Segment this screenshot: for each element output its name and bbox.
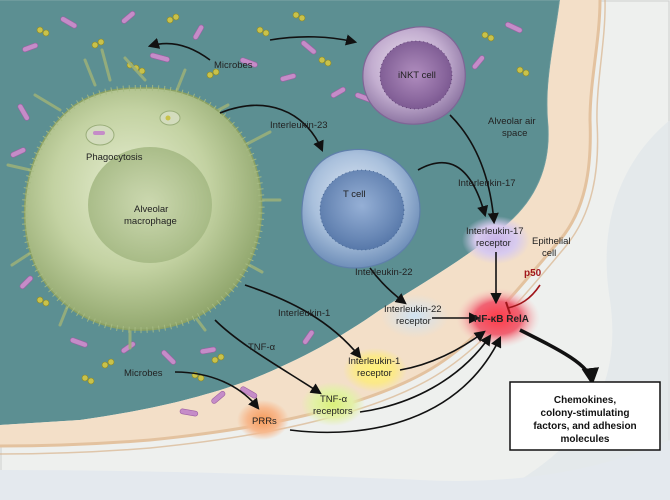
label-t-cell: T cell xyxy=(343,189,366,200)
label-epithelial-1: Epithelial xyxy=(532,236,571,247)
label-air-space-2: space xyxy=(502,128,527,139)
p50-inhibition-bar xyxy=(505,301,511,315)
label-tnf-receptors-1: TNF-α xyxy=(320,394,348,405)
label-interleukin-1: Interleukin-1 xyxy=(278,308,330,319)
label-prrs: PRRs xyxy=(252,416,277,427)
output-box xyxy=(509,381,661,451)
t-cell xyxy=(301,148,421,269)
nkt-cell xyxy=(362,26,466,125)
label-tnf-alpha: TNF-α xyxy=(248,342,276,353)
label-il1-receptor-1: Interleukin-1 xyxy=(348,356,400,367)
label-il17-receptor-1: Interleukin-17 xyxy=(466,226,524,237)
p50-inhibition-line xyxy=(507,284,541,309)
label-il22-receptor-1: Interleukin-22 xyxy=(384,304,442,315)
label-nfkb-rela: NF-κB RelA xyxy=(474,314,529,325)
label-il1-receptor-2: receptor xyxy=(357,368,392,379)
label-interleukin-17: Interleukin-17 xyxy=(458,178,516,189)
label-microbes-bottom: Microbes xyxy=(124,368,163,379)
label-il22-receptor-2: receptor xyxy=(396,316,431,327)
label-air-space-1: Alveolar air xyxy=(488,116,536,127)
label-macrophage-2: macrophage xyxy=(124,216,177,227)
label-interleukin-23: Interleukin-23 xyxy=(270,120,328,131)
output-arrow xyxy=(519,328,600,386)
label-nkt-cell: iNKT cell xyxy=(398,70,436,81)
output-line-1: Chemokines, xyxy=(554,395,616,406)
il17-receptor-glow xyxy=(462,216,530,264)
alveolar-macrophage xyxy=(6,48,282,350)
pathway-arrows xyxy=(147,34,502,434)
epithelial-cell xyxy=(0,0,600,446)
il22-receptor-glow xyxy=(381,294,449,338)
output-line-3: factors, and adhesion xyxy=(533,421,636,432)
label-p50: p50 xyxy=(524,268,542,279)
label-phagocytosis: Phagocytosis xyxy=(86,152,143,163)
label-interleukin-22: Interleukin-22 xyxy=(355,267,413,278)
label-epithelial-2: cell xyxy=(542,248,556,259)
label-macrophage-1: Alveolar xyxy=(134,204,168,215)
prr-glow xyxy=(237,400,289,440)
output-line-2: colony-stimulating xyxy=(541,408,630,419)
label-tnf-receptors-2: receptors xyxy=(313,406,353,417)
label-il17-receptor-2: receptor xyxy=(476,238,511,249)
il1-receptor-glow xyxy=(343,348,407,392)
label-microbes-top: Microbes xyxy=(214,60,253,71)
output-line-4: molecules xyxy=(561,434,610,445)
